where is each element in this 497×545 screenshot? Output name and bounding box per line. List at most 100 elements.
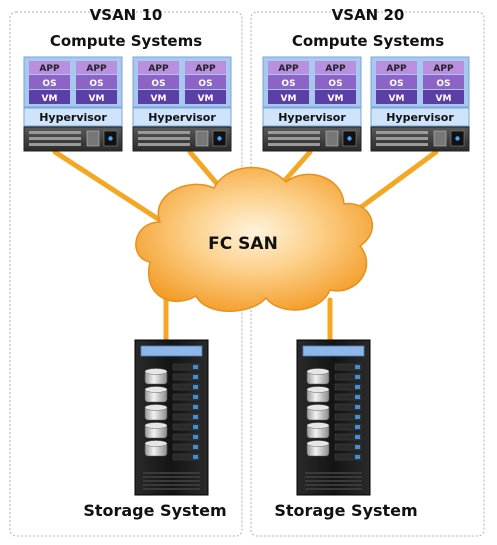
drive-slot-led xyxy=(355,405,360,409)
vm-layer xyxy=(423,90,464,104)
os-layer xyxy=(76,75,117,89)
rack-vent xyxy=(143,484,200,486)
server-vent xyxy=(29,137,81,140)
disk-top xyxy=(144,368,168,375)
drive-slot-led xyxy=(193,375,198,379)
hypervisor-label: Hypervisor xyxy=(278,111,346,124)
drive-slot xyxy=(334,443,362,451)
compute-systems-label: Compute Systems xyxy=(292,32,444,50)
app-layer xyxy=(315,61,356,74)
app-label: APP xyxy=(433,64,454,74)
vm-label: VM xyxy=(198,94,214,104)
storage-system-label: Storage System xyxy=(83,501,226,520)
vsan-title: VSAN 20 xyxy=(332,6,405,24)
vm-label: VM xyxy=(89,94,105,104)
fc-san-label: FC SAN xyxy=(208,234,278,254)
drive-slot-led xyxy=(355,415,360,419)
drive-slot-led xyxy=(355,445,360,449)
app-label: APP xyxy=(39,64,60,74)
drive-slot-led xyxy=(355,425,360,429)
app-label: APP xyxy=(278,64,299,74)
app-label: APP xyxy=(386,64,407,74)
os-layer xyxy=(185,75,226,89)
os-label: OS xyxy=(436,79,450,89)
drive-slot-led xyxy=(193,455,198,459)
drive-slot xyxy=(172,413,200,421)
drive-slot xyxy=(172,383,200,391)
drive-slot xyxy=(172,403,200,411)
vm-label: VM xyxy=(42,94,58,104)
disk-top xyxy=(144,440,168,447)
server-led xyxy=(217,136,222,141)
hypervisor-layer xyxy=(262,107,362,127)
link-server-1 xyxy=(52,149,175,231)
rack-top-panel xyxy=(302,345,365,357)
os-label: OS xyxy=(198,79,212,89)
drive-slot xyxy=(172,393,200,401)
drive-slot-led xyxy=(193,405,198,409)
storage-system-label: Storage System xyxy=(274,501,417,520)
drive-slot-led xyxy=(193,435,198,439)
drive-slot xyxy=(172,433,200,441)
drive-slot-led xyxy=(193,365,198,369)
drive-slot xyxy=(172,423,200,431)
app-layer xyxy=(376,61,417,74)
disk-top xyxy=(306,368,330,375)
virtual-machine: APP OS VM xyxy=(76,61,117,104)
os-label: OS xyxy=(328,79,342,89)
server-drive-bay xyxy=(325,130,339,147)
os-layer xyxy=(376,75,417,89)
app-label: APP xyxy=(86,64,107,74)
hypervisor-label: Hypervisor xyxy=(386,111,454,124)
cloud-shape xyxy=(135,166,373,312)
os-layer xyxy=(138,75,179,89)
os-label: OS xyxy=(151,79,165,89)
os-label: OS xyxy=(89,79,103,89)
app-layer xyxy=(185,61,226,74)
rack-vent xyxy=(305,480,362,482)
server-drive-bay xyxy=(86,130,100,147)
os-layer xyxy=(423,75,464,89)
app-layer xyxy=(76,61,117,74)
drive-slot xyxy=(334,433,362,441)
drive-slot-led xyxy=(355,385,360,389)
storage-system: Storage System xyxy=(83,339,227,520)
rack-vent xyxy=(305,484,362,486)
server-led xyxy=(108,136,113,141)
server-drive-bay xyxy=(195,130,209,147)
drive-slot-led xyxy=(355,375,360,379)
drive-slot xyxy=(172,363,200,371)
rack-top-panel xyxy=(140,345,203,357)
server-vent xyxy=(376,131,428,134)
app-layer xyxy=(423,61,464,74)
hypervisor-label: Hypervisor xyxy=(39,111,107,124)
vm-label: VM xyxy=(436,94,452,104)
vm-label: VM xyxy=(389,94,405,104)
drive-slot xyxy=(334,363,362,371)
disk-top xyxy=(306,404,330,411)
server-vent xyxy=(376,143,428,146)
server-vent xyxy=(268,131,320,134)
vm-layer xyxy=(138,90,179,104)
drive-slot xyxy=(334,393,362,401)
rack-vent xyxy=(143,480,200,482)
disk-top xyxy=(144,404,168,411)
app-label: APP xyxy=(325,64,346,74)
server-led xyxy=(455,136,460,141)
drive-slot xyxy=(334,373,362,381)
server-vent xyxy=(268,143,320,146)
vm-layer xyxy=(185,90,226,104)
drive-slot xyxy=(172,373,200,381)
